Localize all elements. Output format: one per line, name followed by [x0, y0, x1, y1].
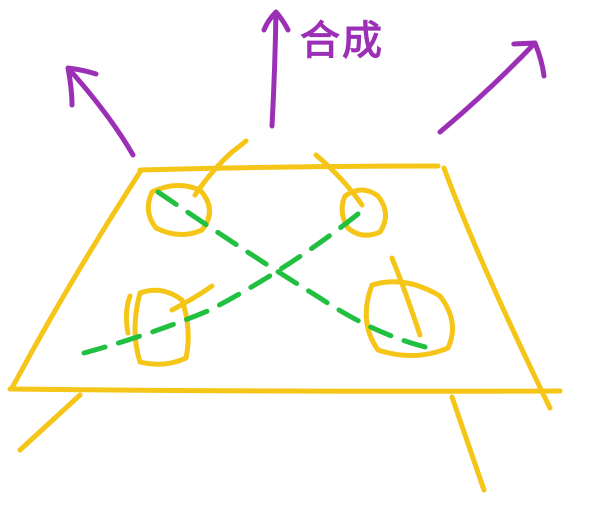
arrows	[65, 9, 547, 158]
table-top-edge	[137, 163, 441, 173]
table-left-edge	[9, 169, 143, 391]
arrow-up-left	[65, 65, 136, 158]
cup-bottom-right-handle	[389, 255, 423, 338]
table-right-edge	[441, 165, 553, 411]
arrow-up	[261, 9, 291, 129]
synthesis-label: 合成	[300, 18, 384, 64]
cup-top-right	[339, 187, 388, 238]
dashed-diagonal-2	[81, 211, 361, 356]
cup-top-left	[145, 183, 212, 237]
cup-top-right-handle	[313, 152, 365, 208]
cup-bottom-right	[363, 279, 455, 359]
table-sketch	[7, 138, 563, 493]
diagonal-dashes	[81, 189, 441, 356]
arrow-up-right	[437, 40, 547, 135]
dashed-diagonal-1	[155, 189, 441, 353]
table-bottom-edge	[7, 386, 563, 394]
cup-top-left-handle	[192, 138, 249, 198]
table-leg-right	[449, 394, 487, 493]
cup-bottom-left-handle	[123, 283, 215, 336]
table-leg-left	[17, 392, 83, 453]
